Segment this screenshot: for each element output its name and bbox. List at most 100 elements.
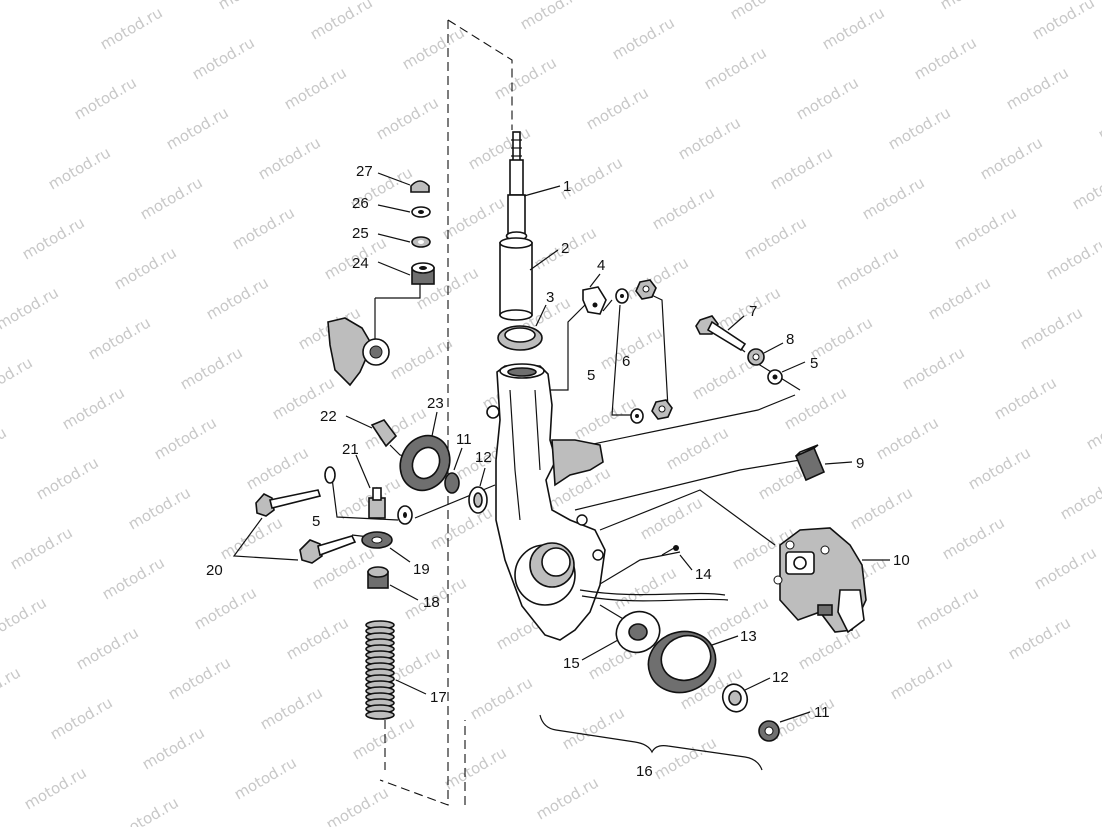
watermark-text: motod.ru [1069,163,1102,213]
watermark-text: motod.ru [281,63,350,113]
watermark-text: motod.ru [137,173,206,223]
part-20-bolt-lower [299,535,357,564]
callout-7: 7 [749,303,757,320]
watermark-text: motod.ru [1005,613,1074,663]
part-17-spring [365,620,395,720]
part-14-sensor-wire [579,545,729,602]
part-4-clip [582,286,607,315]
watermark-text: motod.ru [559,703,628,753]
callout-10: 10 [893,552,910,569]
part-24-bushing [411,262,435,285]
callout-16: 16 [636,763,653,780]
watermark-text: motod.ru [177,343,246,393]
watermark-text: motod.ru [0,423,10,473]
part-9-pad [794,444,826,482]
part-19-washer [361,531,393,549]
callout-5-top: 5 [587,367,595,384]
watermark-text: motod.ru [939,513,1008,563]
watermark-text: motod.ru [885,103,954,153]
watermark-text: motod.ru [255,133,324,183]
watermark-text: motod.ru [441,743,510,793]
watermark-text: motod.ru [229,203,298,253]
watermark-text: motod.ru [1095,93,1102,143]
watermark-text: motod.ru [727,0,796,23]
watermark-text: motod.ru [71,73,140,123]
watermark-text: motod.ru [349,713,418,763]
watermark-text: motod.ru [231,753,300,803]
watermark-text: motod.ru [991,373,1060,423]
watermark-text: motod.ru [663,423,732,473]
watermark-text: motod.ru [467,673,536,723]
part-18-nut [367,566,389,589]
watermark-text: motod.ru [913,583,982,633]
watermark-text: motod.ru [439,193,508,243]
watermark-text: motod.ru [1043,233,1102,283]
watermark-text: motod.ru [533,773,602,823]
callout-8: 8 [786,331,794,348]
callout-24: 24 [352,255,369,272]
part-21-grease-fitting [368,487,386,519]
part-2-tube [499,237,533,321]
watermark-text: motod.ru [1017,303,1086,353]
watermark-text: motod.ru [1057,473,1102,523]
watermark-text: motod.ru [951,203,1020,253]
watermark-text: motod.ru [651,733,720,783]
callout-13: 13 [740,628,757,645]
spindle-housing [486,363,606,641]
callout-2: 2 [561,240,569,257]
watermark-text: motod.ru [387,333,456,383]
part-27-cap-nut [410,180,430,193]
callout-11-left: 11 [456,431,472,448]
watermark-text: motod.ru [0,593,50,643]
part-20-bolt-upper [255,489,322,517]
watermark-text: motod.ru [21,763,90,813]
spring-coil [365,710,395,720]
watermark-text: motod.ru [425,0,494,3]
part-8-washer [747,348,765,366]
assembly-axis-lines [379,19,513,806]
watermark-text: motod.ru [111,243,180,293]
watermark-text: motod.ru [427,503,496,553]
callout-3: 3 [546,289,554,306]
watermark-text: motod.ru [583,83,652,133]
callout-1: 1 [563,178,571,195]
callout-19: 19 [413,561,430,578]
watermark-text: motod.ru [19,213,88,263]
watermark-text: motod.ru [165,653,234,703]
callout-18: 18 [423,594,440,611]
watermark-text: motod.ru [767,143,836,193]
watermark-text: motod.ru [1003,63,1072,113]
callout-20: 20 [206,562,223,579]
callout-4: 4 [597,257,605,274]
watermark-text: motod.ru [399,23,468,73]
watermark-text: motod.ru [283,613,352,663]
watermark-text: motod.ru [887,653,956,703]
part-6-nut-top [635,279,657,300]
watermark-text: motod.ru [45,143,114,193]
callout-23: 23 [427,395,444,412]
part-5-washer-lower [630,408,644,424]
watermark-text: motod.ru [597,323,666,373]
part-13-bearing [647,630,717,694]
callout-6: 6 [622,353,630,370]
part-5-washer-left-top [324,466,336,484]
watermark-text: motod.ru [741,213,810,263]
part-25-washer [411,236,431,248]
watermark-text: motod.ru [873,413,942,463]
watermark-text: motod.ru [203,273,272,323]
callout-17: 17 [430,689,447,706]
part-23-seal [399,434,451,492]
part-6-nut-lower [651,399,673,420]
watermark-text: motod.ru [609,13,678,63]
callout-22: 22 [320,408,337,425]
watermark-text: motod.ru [965,443,1034,493]
watermark-text: motod.ru [491,53,560,103]
part-3-ring [497,325,543,351]
watermark-text: motod.ru [191,583,260,633]
watermark-text: motod.ru [689,353,758,403]
watermark-text: motod.ru [649,183,718,233]
watermark-text: motod.ru [911,33,980,83]
part-12-ring-right [721,683,749,713]
